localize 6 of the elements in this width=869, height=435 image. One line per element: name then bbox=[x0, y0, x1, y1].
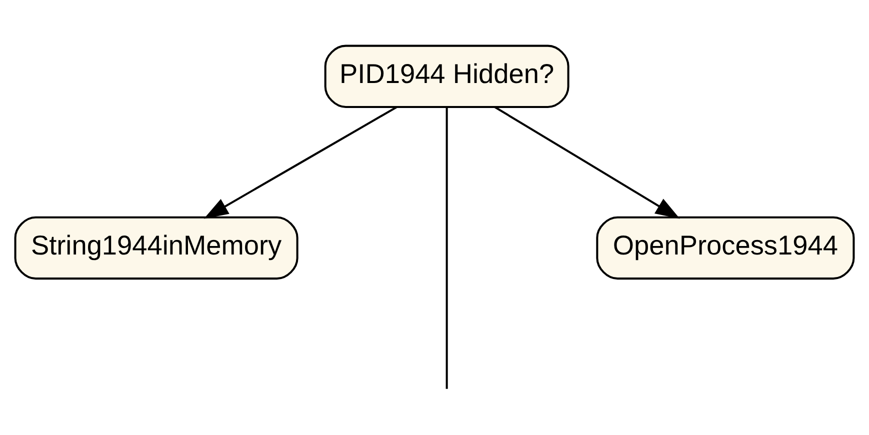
node-box: OpenProcess1944 bbox=[596, 216, 855, 280]
node-box: String1944inMemory bbox=[14, 216, 298, 280]
connector bbox=[446, 106, 448, 388]
arrow bbox=[204, 106, 398, 218]
node-box: PID1944 Hidden? bbox=[324, 44, 570, 108]
arrow bbox=[494, 106, 680, 218]
